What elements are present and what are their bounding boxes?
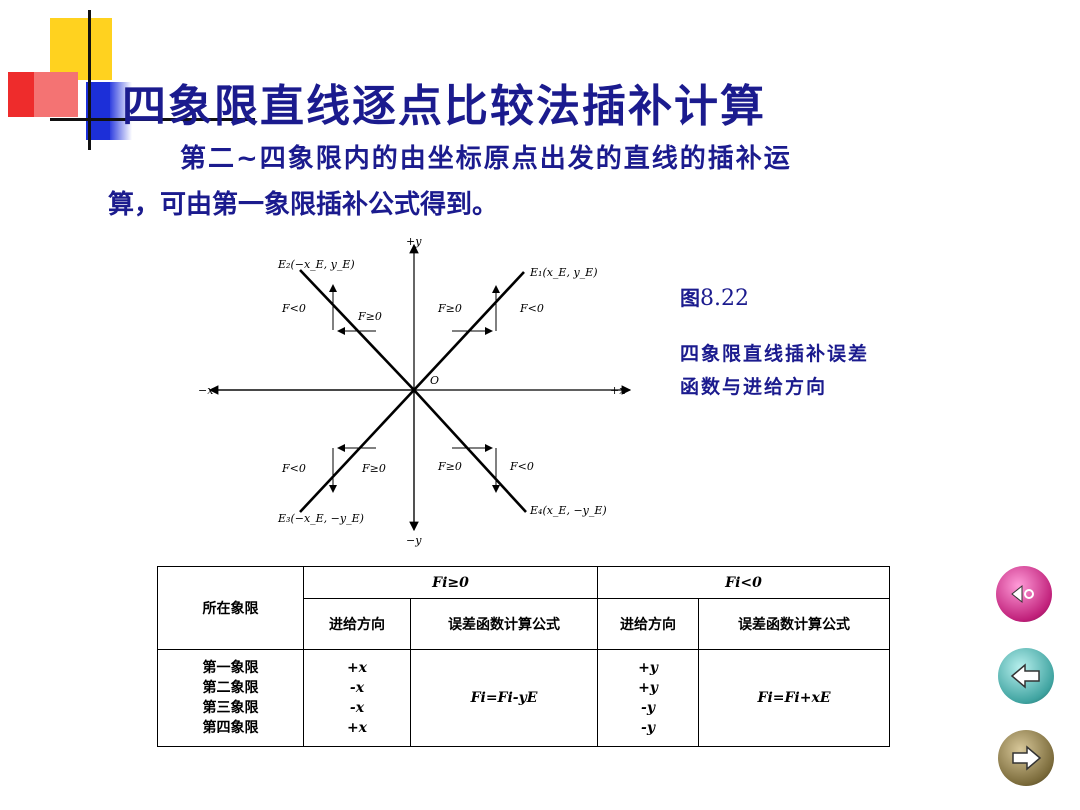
pos-feed-list: +x -x -x +x (303, 649, 411, 747)
figure-caption: 四象限直线插补误差函数与进给方向 (680, 343, 870, 398)
label-q4-pos: F≥0 (437, 460, 462, 473)
slide-title: 四象限直线逐点比较法插补计算 (122, 81, 766, 132)
line-e2 (299, 269, 415, 391)
label-e3: E₃(−x_E, −y_E) (277, 512, 364, 525)
neg-feed-3: -y (641, 700, 655, 716)
quadrant-diagram: +y −y +x −x O E₁(x_E, y_E) E₂(−x_E, y_E)… (198, 235, 632, 547)
intro-line-2: 算，可由第一象限插补公式得到。 (108, 190, 499, 220)
label-q3-pos: F≥0 (361, 462, 386, 475)
quadrant-list: 第一象限 第二象限 第三象限 第四象限 (157, 649, 304, 747)
label-q2-neg: F<0 (281, 302, 306, 315)
line-e3 (299, 389, 415, 513)
label-q3-neg: F<0 (281, 462, 306, 475)
label-origin: O (430, 374, 439, 387)
decor-horizontal-line (50, 118, 255, 121)
decor-vertical-line (88, 10, 91, 150)
line-e4 (413, 389, 527, 513)
header-formula-pos: 误差函数计算公式 (410, 598, 598, 650)
intro-paragraph: 第二~四象限内的由坐标原点出发的直线的插补运 算，可由第一象限插补公式得到。 (108, 136, 1008, 228)
header-feed-dir-neg: 进给方向 (597, 598, 699, 650)
label-neg-x: −x (198, 384, 214, 397)
decor-pink-block (34, 72, 78, 117)
pos-feed-4: +x (346, 720, 368, 736)
back-arrow-icon (1010, 663, 1040, 689)
pos-feed-3: -x (349, 700, 365, 716)
decor-blue-fade (110, 82, 132, 140)
neg-feed-2: +y (638, 680, 658, 696)
back-button[interactable] (998, 648, 1054, 704)
forward-arrow-icon (1012, 745, 1042, 771)
label-pos-y: +y (406, 235, 422, 248)
label-e1: E₁(x_E, y_E) (529, 266, 598, 279)
header-fi-nonneg: Fi≥0 (303, 566, 598, 599)
label-neg-y: −y (406, 534, 422, 547)
pos-feed-1: +x (346, 660, 368, 676)
neg-feed-4: -y (641, 720, 655, 736)
header-fi-neg: Fi<0 (597, 566, 890, 599)
neg-feed-list: +y +y -y -y (597, 649, 699, 747)
intro-line-1: 第二~四象限内的由坐标原点出发的直线的插补运 (180, 144, 792, 174)
label-e2: E₂(−x_E, y_E) (277, 258, 355, 271)
figure-number: 图8.22 (680, 282, 749, 311)
label-q1-pos: F≥0 (437, 302, 462, 315)
quadrant-3: 第三象限 (202, 700, 259, 716)
label-e4: E₄(x_E, −y_E) (529, 504, 607, 517)
sound-icon (1011, 584, 1034, 604)
sound-button[interactable] (996, 566, 1052, 622)
neg-formula: Fi=Fi+xE (698, 649, 890, 747)
figure-prefix: 图 (680, 286, 700, 310)
interpolation-table: 所在象限 Fi≥0 Fi<0 进给方向 误差函数计算公式 进给方向 误差函数计算… (157, 566, 890, 747)
figure-number-value: 8.22 (700, 286, 749, 311)
neg-feed-1: +y (638, 660, 658, 676)
label-q1-neg: F<0 (519, 302, 544, 315)
header-formula-neg: 误差函数计算公式 (698, 598, 890, 650)
header-quadrant: 所在象限 (157, 566, 304, 650)
decor-yellow-square (50, 18, 112, 80)
label-q2-pos: F≥0 (357, 310, 382, 323)
quadrant-1: 第一象限 (202, 660, 259, 676)
label-pos-x: +x (610, 384, 626, 397)
header-feed-dir-pos: 进给方向 (303, 598, 411, 650)
forward-button[interactable] (998, 730, 1054, 786)
quadrant-2: 第二象限 (202, 680, 259, 696)
pos-formula: Fi=Fi-yE (410, 649, 598, 747)
label-q4-neg: F<0 (509, 460, 534, 473)
pos-feed-2: -x (349, 680, 365, 696)
quadrant-4: 第四象限 (202, 720, 259, 736)
